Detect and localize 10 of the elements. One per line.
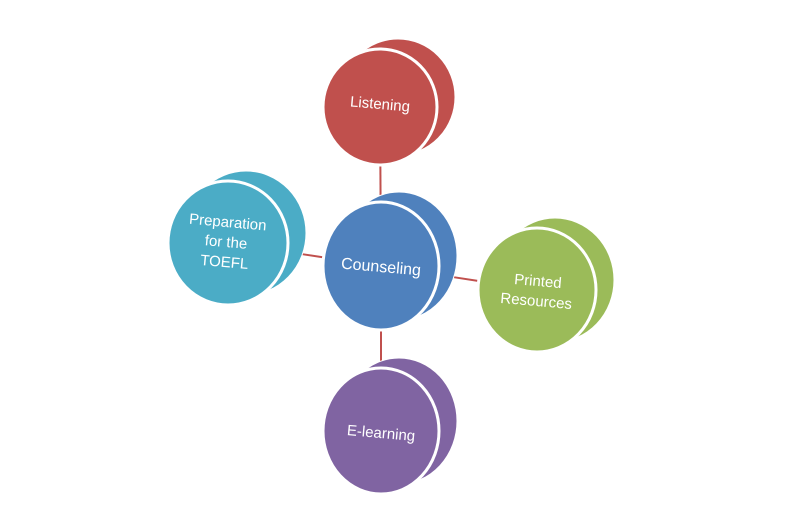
node-label: Printed Resources (498, 270, 574, 316)
connector-line (454, 276, 479, 282)
node-label: Preparation for the TOEFL (187, 210, 268, 275)
connector-line (380, 330, 382, 362)
node-label: Counseling (339, 254, 423, 282)
node-label: E-learning (345, 421, 417, 447)
disc-node (321, 191, 458, 332)
connector-line (302, 253, 324, 258)
connector-line (379, 165, 382, 196)
node-label: Listening (348, 92, 412, 118)
